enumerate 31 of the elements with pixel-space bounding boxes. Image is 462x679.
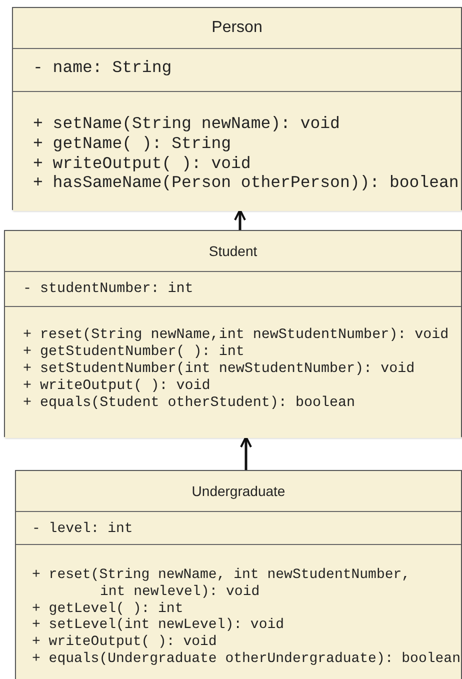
method-text: + getLevel( ): int: [32, 600, 184, 618]
attribute-compartment: [5, 271, 461, 306]
inheritance-arrow: [240, 436, 252, 470]
attribute-text: - level: int: [32, 521, 133, 538]
inheritance-arrow: [234, 209, 246, 230]
attribute-text: - name: String: [33, 58, 172, 78]
method-text: + hasSameName(Person otherPerson)): boolean: [33, 173, 459, 194]
method-text: + reset(String newName, int newStudentNumber, int newlevel): void: [32, 567, 412, 601]
class-box: [4, 230, 462, 437]
class-name: Undergraduate: [192, 482, 286, 501]
method-compartment: [13, 91, 461, 211]
class-name: Student: [208, 242, 258, 260]
attribute-compartment: [13, 48, 461, 91]
method-text: + writeOutput( ): void: [33, 154, 251, 174]
method-text: + setLevel(int newLevel): void: [32, 617, 284, 634]
method-text: + equals(Undergraduate otherUndergraduate): boolean: [32, 650, 460, 668]
method-text: + setStudentNumber(int newStudentNumber): void: [23, 361, 415, 378]
attribute-text: - studentNumber: int: [23, 281, 194, 298]
method-text: + getName( ): String: [33, 134, 232, 154]
method-compartment: [5, 306, 461, 438]
class-box: [12, 7, 462, 210]
method-text: + writeOutput( ): void: [32, 634, 217, 651]
class-box: [15, 470, 462, 679]
method-text: + setName(String newName): void: [33, 114, 340, 134]
method-text: + reset(String newName,int newStudentNumber): void: [23, 327, 449, 344]
method-compartment: [16, 544, 461, 679]
class-name: Person: [212, 18, 262, 38]
method-text: + getStudentNumber( ): int: [23, 344, 244, 362]
method-text: + writeOutput( ): void: [23, 378, 210, 396]
attribute-compartment: [16, 511, 461, 544]
method-text: + equals(Student otherStudent): boolean: [23, 395, 356, 412]
